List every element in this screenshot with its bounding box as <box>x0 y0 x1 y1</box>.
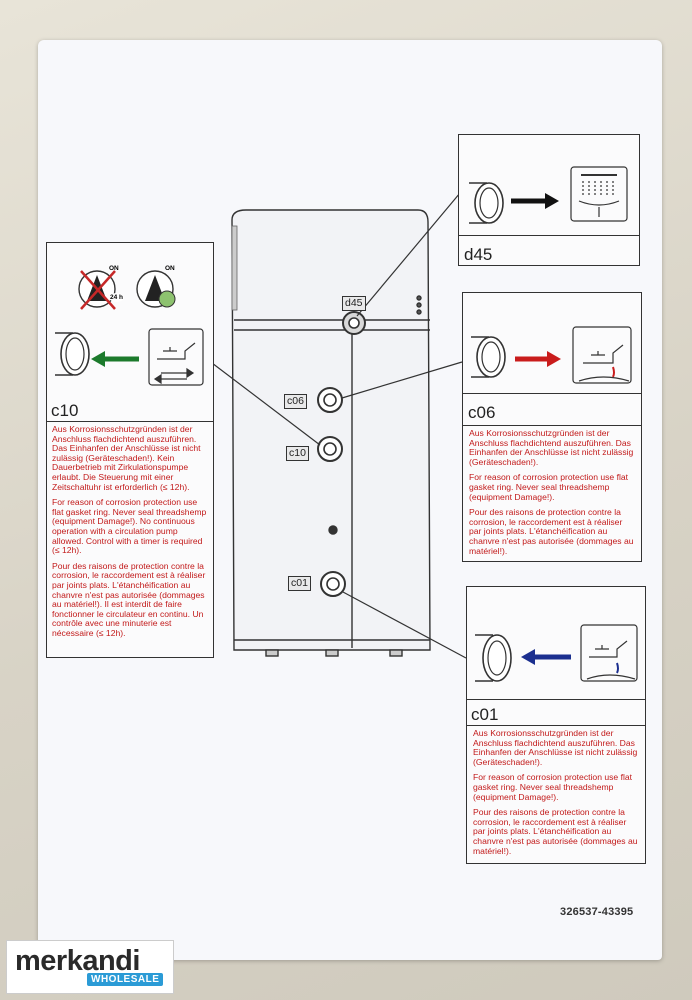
pipe-end-icon <box>469 166 628 224</box>
c10-warning-de: Aus Korrosionsschutzgründen ist der Ansc… <box>52 424 201 492</box>
c06-warning-de: Aus Korrosionsschutzgründen ist der Ansc… <box>469 428 634 467</box>
shower-drain-icon <box>570 166 628 222</box>
tag-c06: c06 <box>284 394 307 409</box>
pipe-end-icon <box>471 326 632 384</box>
pump-badges <box>78 270 176 310</box>
pipe-end-icon <box>475 624 638 682</box>
tag-d45: d45 <box>342 296 366 311</box>
pump-crossed-icon <box>78 270 116 310</box>
pump-on-icon <box>136 270 176 308</box>
c10-warning-en: For reason of corrosion protection use f… <box>52 497 207 556</box>
watermark-sub: WHOLESALE <box>87 973 164 986</box>
c01-warning-de: Aus Korrosionsschutzgründen ist der Ansc… <box>473 728 638 767</box>
c10-warning-fr: Pour des raisons de protection contre la… <box>52 560 206 638</box>
pipe-end-icon <box>55 328 204 386</box>
c10-box: ON ON 24 h c10 Aus Korrosionsschutzgründ… <box>46 242 214 658</box>
timer-badge: 24 h <box>109 293 125 302</box>
c01-warning-text: Aus Korrosionsschutzgründen ist der Ansc… <box>473 728 639 862</box>
circulation-tap-icon <box>148 328 204 386</box>
c06-warning-en: For reason of corrosion protection use f… <box>469 472 629 502</box>
cold-tap-icon <box>580 624 638 682</box>
arrow-icon <box>515 351 561 367</box>
c06-warning-fr: Pour des raisons de protection contre la… <box>469 507 634 556</box>
arrow-icon <box>511 193 559 209</box>
port-c10 <box>317 436 343 462</box>
c10-warning-text: Aus Korrosionsschutzgründen ist der Ansc… <box>52 424 208 644</box>
c01-box: c01 Aus Korrosionsschutzgründen ist der … <box>466 586 646 864</box>
c01-warning-fr: Pour des raisons de protection contre la… <box>473 807 638 856</box>
c10-code: c10 <box>51 401 79 420</box>
pump-on-badge-left: ON <box>109 265 119 272</box>
c06-box: c06 Aus Korrosionsschutzgründen ist der … <box>462 292 642 562</box>
leader-lines <box>211 192 467 659</box>
tag-c10: c10 <box>286 446 309 461</box>
d45-box: d45 <box>458 134 640 266</box>
tank-drawing <box>231 209 431 657</box>
watermark-brand: merkandi <box>15 945 140 977</box>
tag-c01: c01 <box>288 576 311 591</box>
document-number: 326537-43395 <box>560 906 634 918</box>
c06-code: c06 <box>468 403 496 422</box>
port-d45 <box>342 311 366 335</box>
watermark-logo: merkandi WHOLESALE <box>6 940 174 994</box>
port-c06 <box>317 387 343 413</box>
c01-code: c01 <box>471 705 499 724</box>
port-c01 <box>320 571 346 597</box>
arrow-icon <box>521 649 571 665</box>
d45-code: d45 <box>464 245 493 264</box>
hot-tap-icon <box>572 326 632 384</box>
c06-warning-text: Aus Korrosionsschutzgründen ist der Ansc… <box>469 428 635 562</box>
arrow-icon <box>91 351 139 367</box>
pump-on-badge-right: ON <box>165 265 175 272</box>
c01-warning-en: For reason of corrosion protection use f… <box>473 772 633 802</box>
